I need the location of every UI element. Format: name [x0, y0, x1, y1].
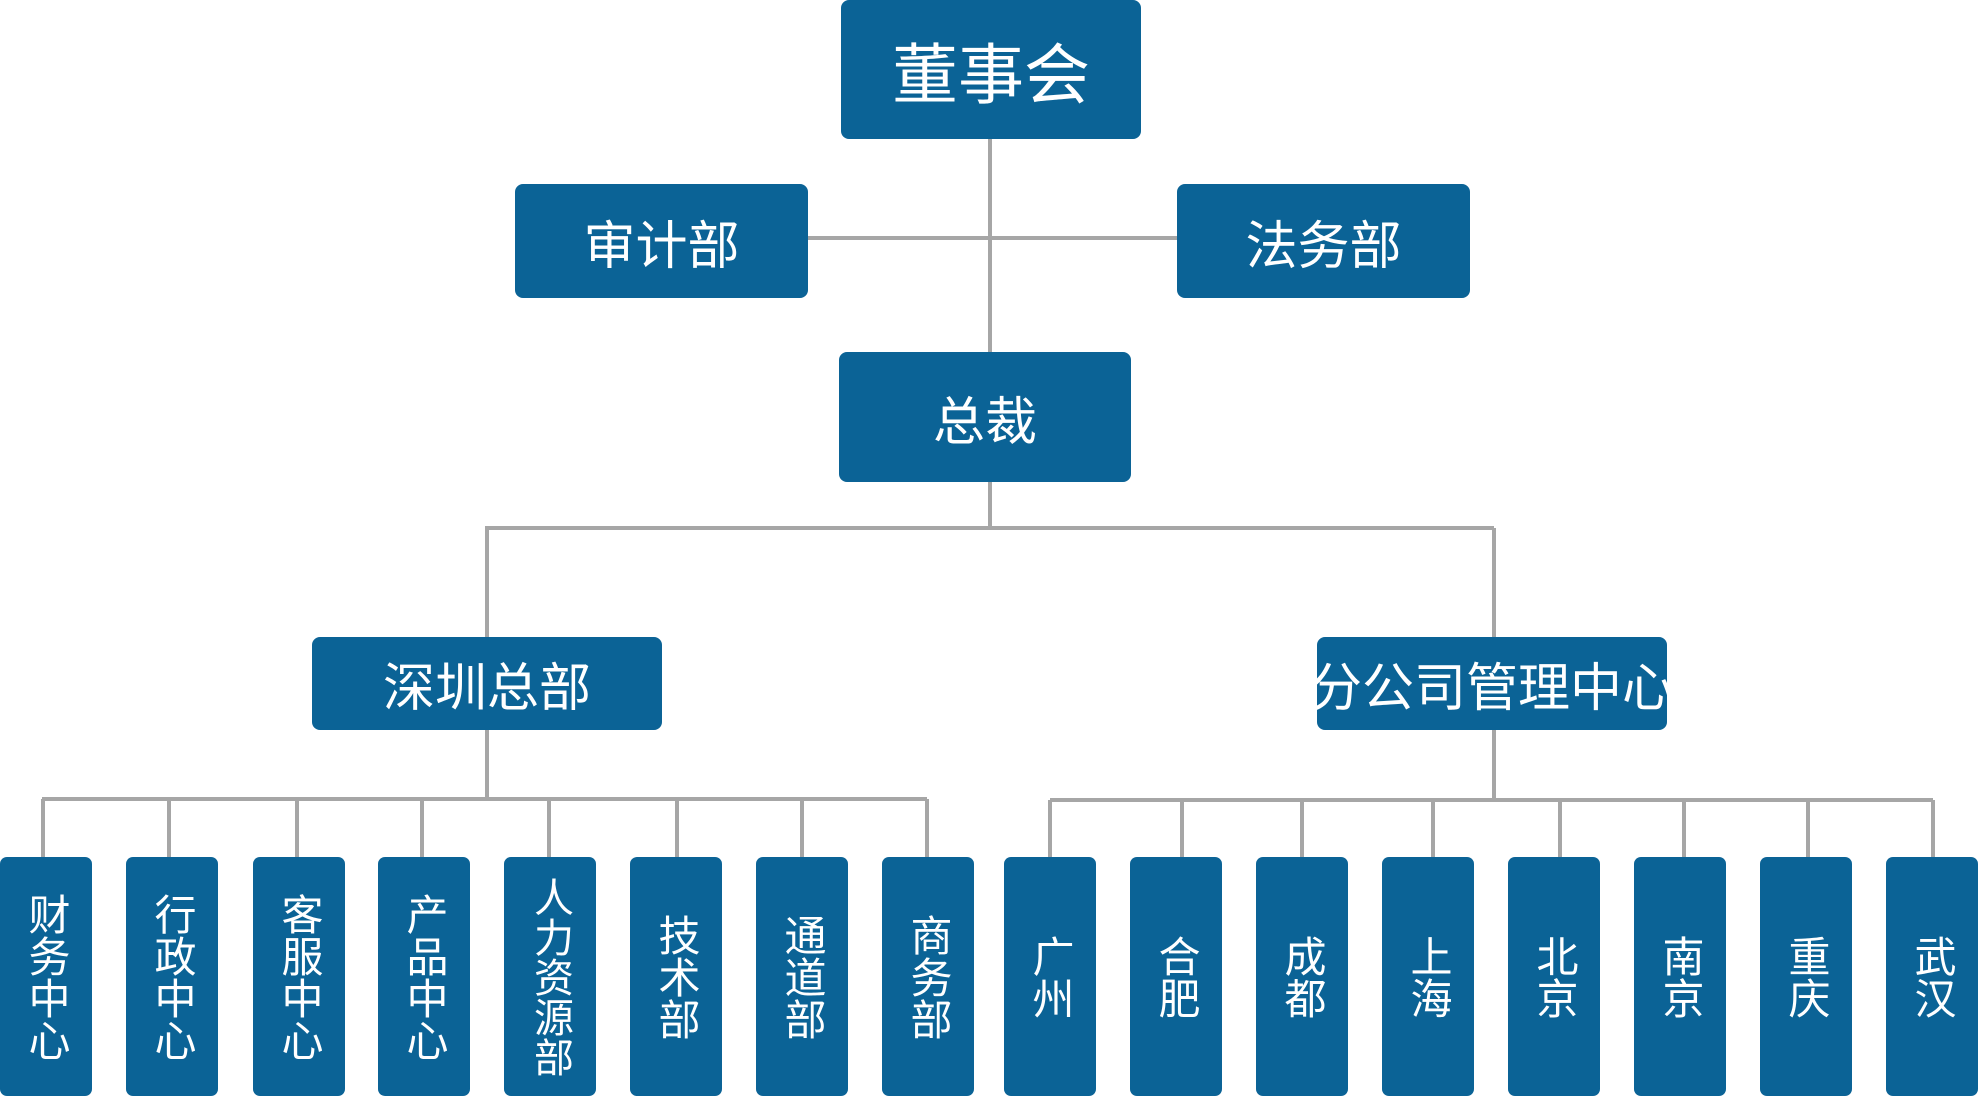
- audit-dept-box: 审计部: [515, 184, 808, 298]
- dept-label: 技术部: [652, 913, 701, 1040]
- dept-label: 通道部: [778, 913, 827, 1040]
- ceo-label: 总裁: [932, 392, 1037, 453]
- shenzhen-hq-label: 深圳总部: [382, 659, 591, 719]
- legal-dept-box: 法务部: [1177, 184, 1470, 298]
- dept-label: 财务中心: [22, 892, 71, 1061]
- city-box-chengdu: 成都: [1256, 857, 1348, 1096]
- city-label: 广州: [1026, 934, 1075, 1019]
- branch-management-center-label: 分公司管理中心: [1310, 659, 1675, 719]
- dept-box-channel: 通道部: [756, 857, 848, 1096]
- city-box-beijing: 北京: [1508, 857, 1600, 1096]
- city-label: 武汉: [1908, 934, 1957, 1019]
- city-box-hefei: 合肥: [1130, 857, 1222, 1096]
- city-label: 北京: [1530, 934, 1579, 1019]
- dept-label: 客服中心: [275, 892, 324, 1061]
- city-box-guangzhou: 广州: [1004, 857, 1096, 1096]
- dept-label: 商务部: [904, 913, 953, 1040]
- dept-box-human-resources: 人力资源部: [504, 857, 596, 1096]
- dept-label: 产品中心: [400, 892, 449, 1061]
- shenzhen-hq-box: 深圳总部: [312, 637, 662, 730]
- board-label: 董事会: [892, 36, 1090, 114]
- audit-dept-label: 审计部: [583, 216, 740, 277]
- city-label: 成都: [1278, 934, 1327, 1019]
- dept-box-product: 产品中心: [378, 857, 470, 1096]
- dept-box-business: 商务部: [882, 857, 974, 1096]
- dept-box-finance: 财务中心: [0, 857, 92, 1096]
- city-box-nanjing: 南京: [1634, 857, 1726, 1096]
- city-label: 南京: [1656, 934, 1705, 1019]
- city-box-chongqing: 重庆: [1760, 857, 1852, 1096]
- city-label: 重庆: [1782, 934, 1831, 1019]
- dept-label: 行政中心: [148, 892, 197, 1061]
- legal-dept-label: 法务部: [1245, 216, 1402, 277]
- dept-box-technology: 技术部: [630, 857, 722, 1096]
- dept-box-customer-service: 客服中心: [253, 857, 345, 1096]
- city-box-wuhan: 武汉: [1886, 857, 1978, 1096]
- dept-box-admin: 行政中心: [126, 857, 218, 1096]
- city-label: 合肥: [1152, 934, 1201, 1019]
- city-box-shanghai: 上海: [1382, 857, 1474, 1096]
- board-box: 董事会: [841, 0, 1141, 139]
- city-label: 上海: [1404, 934, 1453, 1019]
- connector-lines: [41, 138, 1935, 857]
- ceo-box: 总裁: [839, 352, 1131, 482]
- branch-management-center-box: 分公司管理中心: [1310, 637, 1674, 730]
- dept-label: 人力资源部: [527, 876, 573, 1077]
